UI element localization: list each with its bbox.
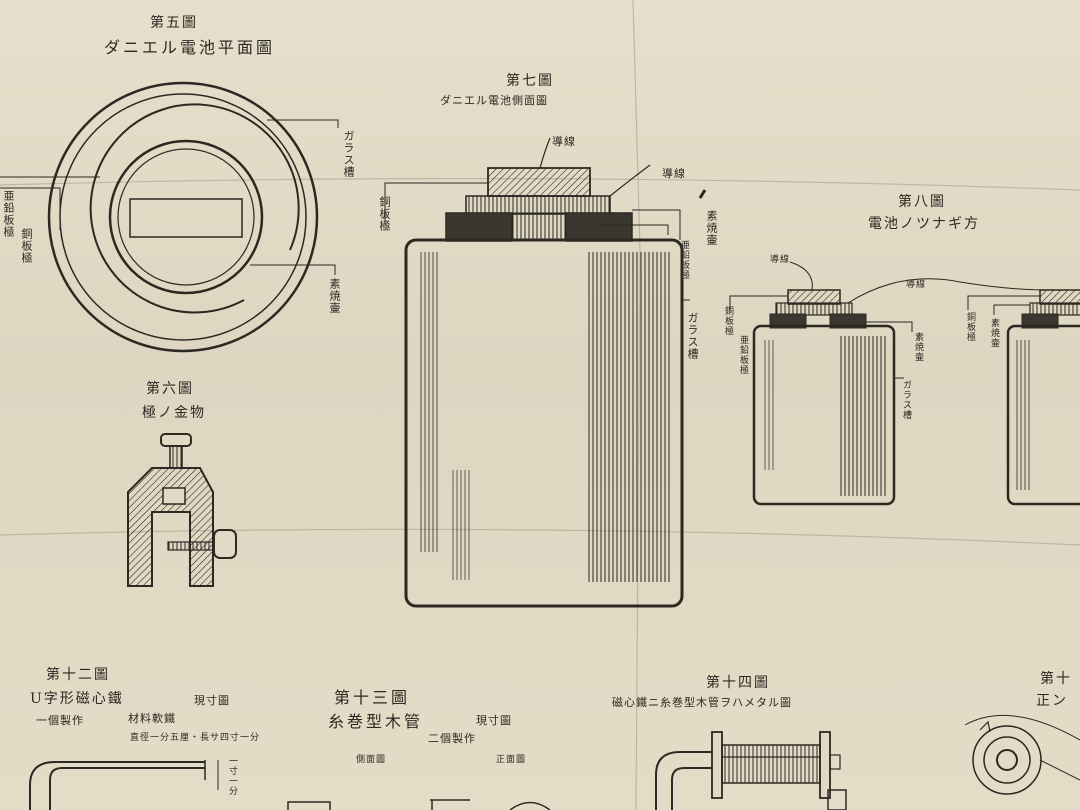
fig14-title: 第十四圖	[706, 675, 770, 691]
fig12-title: 第十二圖	[46, 667, 110, 683]
fig12-scale: 現寸圖	[194, 694, 230, 707]
fig8-label-wire-b: 導線	[906, 280, 927, 290]
fig7-side-view	[384, 137, 707, 608]
fig15-title: 第十	[1040, 671, 1072, 687]
fig15-caption: 正ン	[1036, 693, 1068, 709]
fig7-label-zinc: 亜鉛板極	[679, 240, 689, 280]
fig8-caption: 電池ノツナギ方	[868, 216, 980, 232]
fig12-note2: 材料軟鐵	[128, 712, 176, 725]
fig7-label-wire2: 導線	[662, 167, 686, 180]
fig15-coil	[964, 714, 1080, 795]
fig7-title: 第七圖	[506, 73, 554, 89]
fig12-note3: 直徑一分五厘・長サ四寸一分	[130, 733, 261, 743]
fig8-label-copper: 銅板極	[723, 306, 733, 336]
fig8-cells	[729, 261, 1080, 506]
fig5-label-clay: 素焼壷	[328, 278, 341, 314]
fig13-scale: 現寸圖	[476, 714, 512, 727]
fig13-side-label: 側面圖	[356, 755, 387, 765]
fig12-u-core	[29, 760, 219, 810]
fig6-terminal-clamp	[127, 433, 237, 587]
fig8-title: 第八圖	[898, 194, 946, 210]
fig5-label-copper: 銅板極	[20, 228, 33, 264]
fig7-caption: ダニエル電池側面圖	[440, 94, 548, 107]
fig12-dimension: 一寸一分	[227, 756, 237, 796]
fig12-note1: 一個製作	[36, 714, 84, 727]
fig8-label-zinc: 亜鉛板極	[738, 335, 748, 375]
fig13-spool	[287, 799, 551, 810]
fig8-label-wire-a: 導線	[770, 255, 791, 265]
fig13-front-label: 正面圖	[496, 755, 527, 765]
fig7-label-copper: 銅板極	[378, 196, 391, 232]
fig7-label-wire: 導線	[552, 135, 576, 148]
fig6-caption: 極ノ金物	[142, 405, 206, 421]
fig5-label-zinc: 亜鉛板極	[2, 190, 15, 238]
fig6-title: 第六圖	[146, 381, 194, 397]
fig12-caption: U字形磁心鐵	[30, 691, 124, 707]
fig7-label-glass: ガラス槽	[686, 312, 699, 360]
fig14-caption: 磁心鐵ニ糸巻型木管ヲハメタル圖	[612, 696, 792, 709]
fig5-title: 第五圖	[150, 15, 198, 31]
fig13-note: 二個製作	[428, 732, 476, 745]
fig5-label-glass: ガラス槽	[342, 130, 355, 178]
fig5-caption: ダニエル電池平面圖	[104, 38, 276, 57]
fig7-label-clay: 素焼壷	[705, 210, 718, 246]
fig13-title: 第十三圖	[334, 688, 411, 707]
fig8-label-clay2: 素焼壷	[989, 318, 999, 348]
fig13-caption: 糸巻型木管	[328, 712, 424, 731]
fig14-core-with-spools	[655, 731, 847, 810]
fig8-label-clay: 素焼壷	[913, 332, 923, 362]
fig8-label-copper2: 銅板極	[965, 312, 975, 342]
fig5-plan-view	[0, 81, 339, 353]
fig8-label-glass: ガラス槽	[901, 380, 911, 420]
